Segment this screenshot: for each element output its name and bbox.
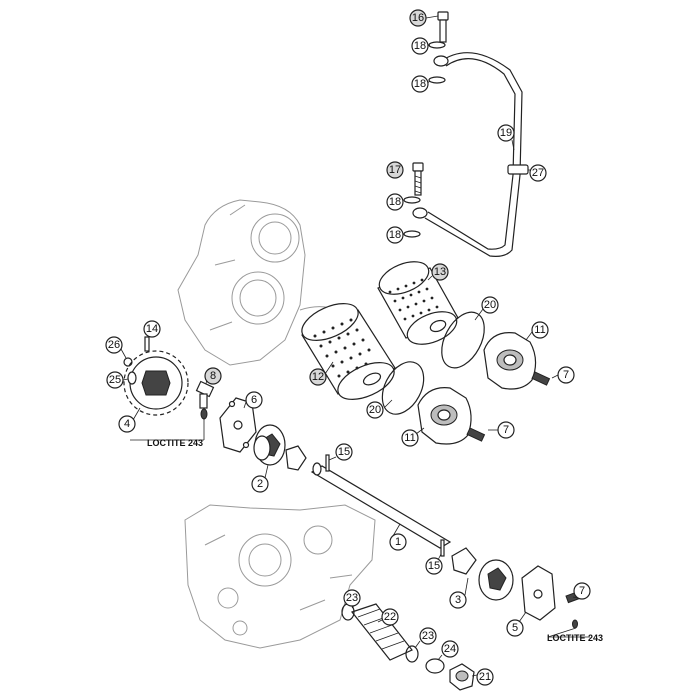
banjo-bolt-17	[412, 162, 424, 196]
oil-pump-gear-4	[123, 350, 189, 416]
pump-rotor-3	[451, 547, 514, 601]
callout-23: 23	[419, 627, 437, 645]
callout-18: 18	[386, 226, 404, 244]
pump-shaft-1	[310, 454, 452, 557]
callout-8: 8	[204, 367, 222, 385]
washer-25	[127, 371, 137, 385]
o-ring-23-lower	[405, 645, 419, 663]
svg-text:22: 22	[384, 611, 396, 623]
screw-8	[195, 380, 215, 420]
callout-18: 18	[411, 37, 429, 55]
oil-filter-12	[301, 303, 396, 400]
svg-text:23: 23	[346, 592, 358, 604]
svg-text:25: 25	[109, 374, 121, 386]
callout-16: 16	[409, 9, 427, 27]
svg-text:11: 11	[404, 432, 415, 444]
callout-14: 14	[143, 320, 161, 338]
svg-text:19: 19	[500, 127, 512, 139]
callout-5: 5	[506, 619, 524, 637]
callout-13: 13	[431, 263, 449, 281]
svg-text:7: 7	[563, 369, 569, 381]
svg-text:18: 18	[389, 196, 401, 208]
callout-12: 12	[309, 368, 327, 386]
svg-text:8: 8	[210, 370, 216, 382]
svg-text:7: 7	[503, 424, 509, 436]
svg-text:17: 17	[389, 164, 401, 176]
loctite-note-right: LOCTITE 243	[547, 633, 603, 643]
svg-text:16: 16	[412, 12, 424, 24]
pump-cover-6	[219, 397, 257, 453]
callout-3: 3	[449, 591, 467, 609]
svg-text:18: 18	[389, 229, 401, 241]
svg-text:23: 23	[422, 630, 434, 642]
callout-22: 22	[381, 608, 399, 626]
callout-19: 19	[497, 124, 515, 142]
callout-7: 7	[557, 366, 575, 384]
circlip-26	[123, 357, 133, 367]
svg-text:7: 7	[579, 585, 585, 597]
callout-20: 20	[481, 296, 499, 314]
engine-case-lower-outline	[184, 504, 376, 649]
svg-text:27: 27	[532, 167, 544, 179]
sealing-washer-24	[425, 658, 445, 674]
svg-text:18: 18	[414, 40, 426, 52]
dowel-small	[572, 619, 578, 629]
callout-4: 4	[118, 415, 136, 433]
callout-27: 27	[529, 164, 547, 182]
pump-rotor-2	[253, 424, 307, 471]
callout-7: 7	[573, 582, 591, 600]
svg-text:2: 2	[257, 478, 263, 490]
leader-lines	[120, 15, 590, 677]
svg-text:18: 18	[414, 78, 426, 90]
callout-2: 2	[251, 475, 269, 493]
callout-7: 7	[497, 421, 515, 439]
callout-20: 20	[366, 401, 384, 419]
callout-15: 15	[335, 443, 353, 461]
loctite-note-left: LOCTITE 243	[147, 438, 203, 448]
o-ring-20-upper	[441, 311, 485, 369]
callout-24: 24	[441, 640, 459, 658]
pump-cover-5	[521, 565, 556, 621]
sealing-washers	[403, 41, 446, 238]
o-ring-20-lower	[381, 361, 425, 415]
callout-1: 1	[389, 533, 407, 551]
callout-6: 6	[245, 391, 263, 409]
svg-text:20: 20	[484, 299, 496, 311]
svg-text:20: 20	[369, 404, 381, 416]
filter-cover-11-lower	[417, 387, 486, 445]
callout-23: 23	[343, 589, 361, 607]
svg-text:15: 15	[428, 560, 440, 572]
callout-15: 15	[425, 557, 443, 575]
oil-line	[412, 52, 529, 257]
callout-21: 21	[476, 668, 494, 686]
callout-26: 26	[105, 336, 123, 354]
svg-text:24: 24	[444, 643, 456, 655]
callout-25: 25	[106, 371, 124, 389]
callout-11: 11	[401, 429, 419, 447]
svg-text:1: 1	[395, 536, 401, 548]
filter-cover-11-upper	[483, 332, 551, 390]
callout-18: 18	[411, 75, 429, 93]
callout-17: 17	[386, 161, 404, 179]
svg-text:5: 5	[512, 622, 518, 634]
svg-text:21: 21	[479, 671, 491, 683]
svg-text:11: 11	[534, 324, 545, 336]
pin-14	[144, 336, 150, 352]
oil-filter-13	[377, 261, 459, 345]
svg-text:4: 4	[124, 418, 130, 430]
svg-text:26: 26	[108, 339, 120, 351]
oil-strainer-22	[350, 603, 413, 661]
callout-11: 11	[531, 321, 549, 339]
callout-18: 18	[386, 193, 404, 211]
svg-text:14: 14	[146, 323, 158, 335]
svg-text:12: 12	[312, 371, 324, 383]
svg-text:3: 3	[455, 594, 461, 606]
svg-text:13: 13	[434, 266, 446, 278]
svg-text:15: 15	[338, 446, 350, 458]
svg-text:6: 6	[251, 394, 257, 406]
banjo-bolt-16	[437, 11, 449, 43]
drain-plug-21	[449, 663, 475, 691]
